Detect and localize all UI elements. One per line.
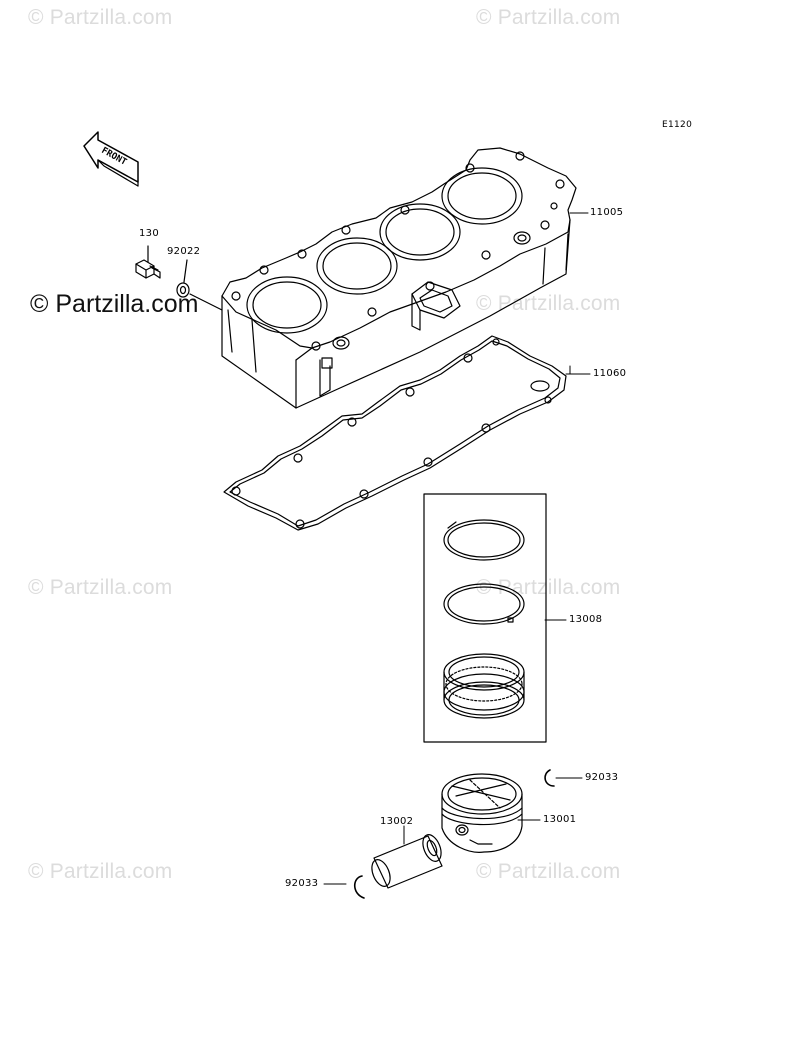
label-piston: 13001: [543, 814, 577, 825]
cylinder-block: [221, 147, 577, 409]
label-cylinder: 11005: [590, 207, 624, 218]
piston: [441, 773, 523, 853]
snap-ring-right: [544, 769, 555, 787]
piston-ring-set: [423, 493, 547, 743]
label-bolt: 130: [139, 228, 159, 239]
label-snap-ring-right: 92033: [585, 772, 619, 783]
label-washer: 92022: [167, 246, 201, 257]
label-piston-rings: 13008: [569, 614, 603, 625]
watermark: © Partzilla.com: [28, 860, 173, 883]
diagram-code: E1120: [662, 120, 693, 130]
watermark: © Partzilla.com: [28, 576, 173, 599]
label-piston-pin: 13002: [380, 816, 414, 827]
watermark: © Partzilla.com: [28, 6, 173, 29]
label-snap-ring-left: 92033: [285, 878, 319, 889]
watermark: © Partzilla.com: [476, 292, 621, 315]
snap-ring-left: [353, 875, 365, 899]
watermark: © Partzilla.com: [476, 860, 621, 883]
label-gasket: 11060: [593, 368, 627, 379]
cylinder-gasket: [223, 335, 567, 531]
washer: [176, 259, 223, 311]
watermark-main: © Partzilla.com: [30, 290, 199, 318]
piston-pin: [371, 834, 443, 889]
bolt: [135, 245, 161, 279]
watermark: © Partzilla.com: [476, 6, 621, 29]
front-arrow-icon: FRONT: [83, 131, 139, 187]
